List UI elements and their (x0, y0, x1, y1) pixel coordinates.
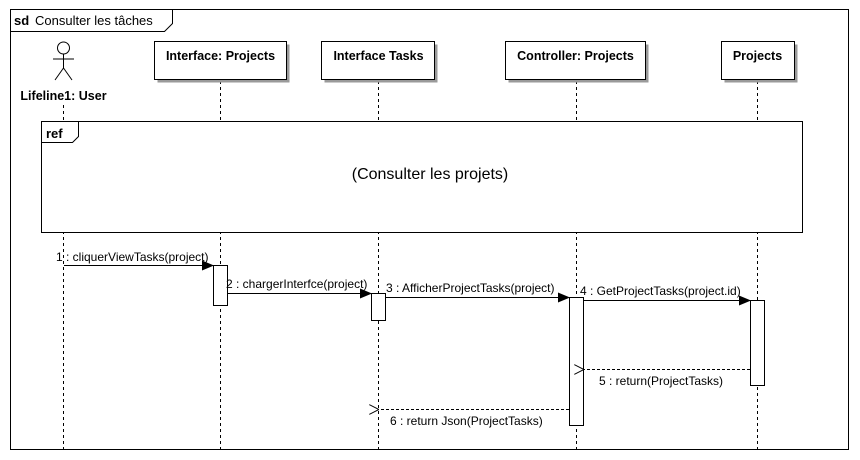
lifeline-head-interface-tasks: Interface Tasks (321, 41, 438, 83)
message-2-label: 2 : chargerInterfce(project) (226, 277, 367, 291)
activation-controller-projects (569, 297, 584, 426)
lifeline-name: Interface: Projects (166, 49, 275, 63)
ref-fragment: ref (Consulter les projets) (41, 121, 803, 233)
ref-label: (Consulter les projets) (352, 166, 509, 183)
lifeline-name: Projects (733, 49, 782, 63)
lifeline-head-interface-projects: Interface: Projects (154, 41, 290, 83)
activation-interface-tasks (371, 293, 386, 321)
frame-title: Consulter les tâches (35, 13, 153, 28)
message-4-label: 4 : GetProjectTasks(project.id) (580, 284, 741, 298)
frame-keyword: sd (14, 13, 29, 28)
frame-label-tab (10, 9, 173, 32)
lifeline-head-projects: Projects (721, 41, 798, 83)
actor-name: Lifeline1: User (20, 89, 106, 103)
message-1-label: 1 : cliquerViewTasks(project) (56, 250, 209, 264)
lifeline-head-controller-projects: Controller: Projects (505, 41, 649, 83)
ref-keyword: ref (46, 126, 63, 141)
message-5-label: 5 : return(ProjectTasks) (599, 374, 723, 388)
message-3-label: 3 : AfficherProjectTasks(project) (386, 281, 555, 295)
activation-interface-projects (213, 265, 228, 306)
activation-projects (750, 300, 765, 386)
actor-user-icon (53, 41, 74, 81)
message-6-label: 6 : return Json(ProjectTasks) (390, 414, 543, 428)
lifeline-name: Controller: Projects (517, 49, 634, 63)
frame-border (10, 9, 849, 450)
lifeline-name: Interface Tasks (333, 49, 423, 63)
